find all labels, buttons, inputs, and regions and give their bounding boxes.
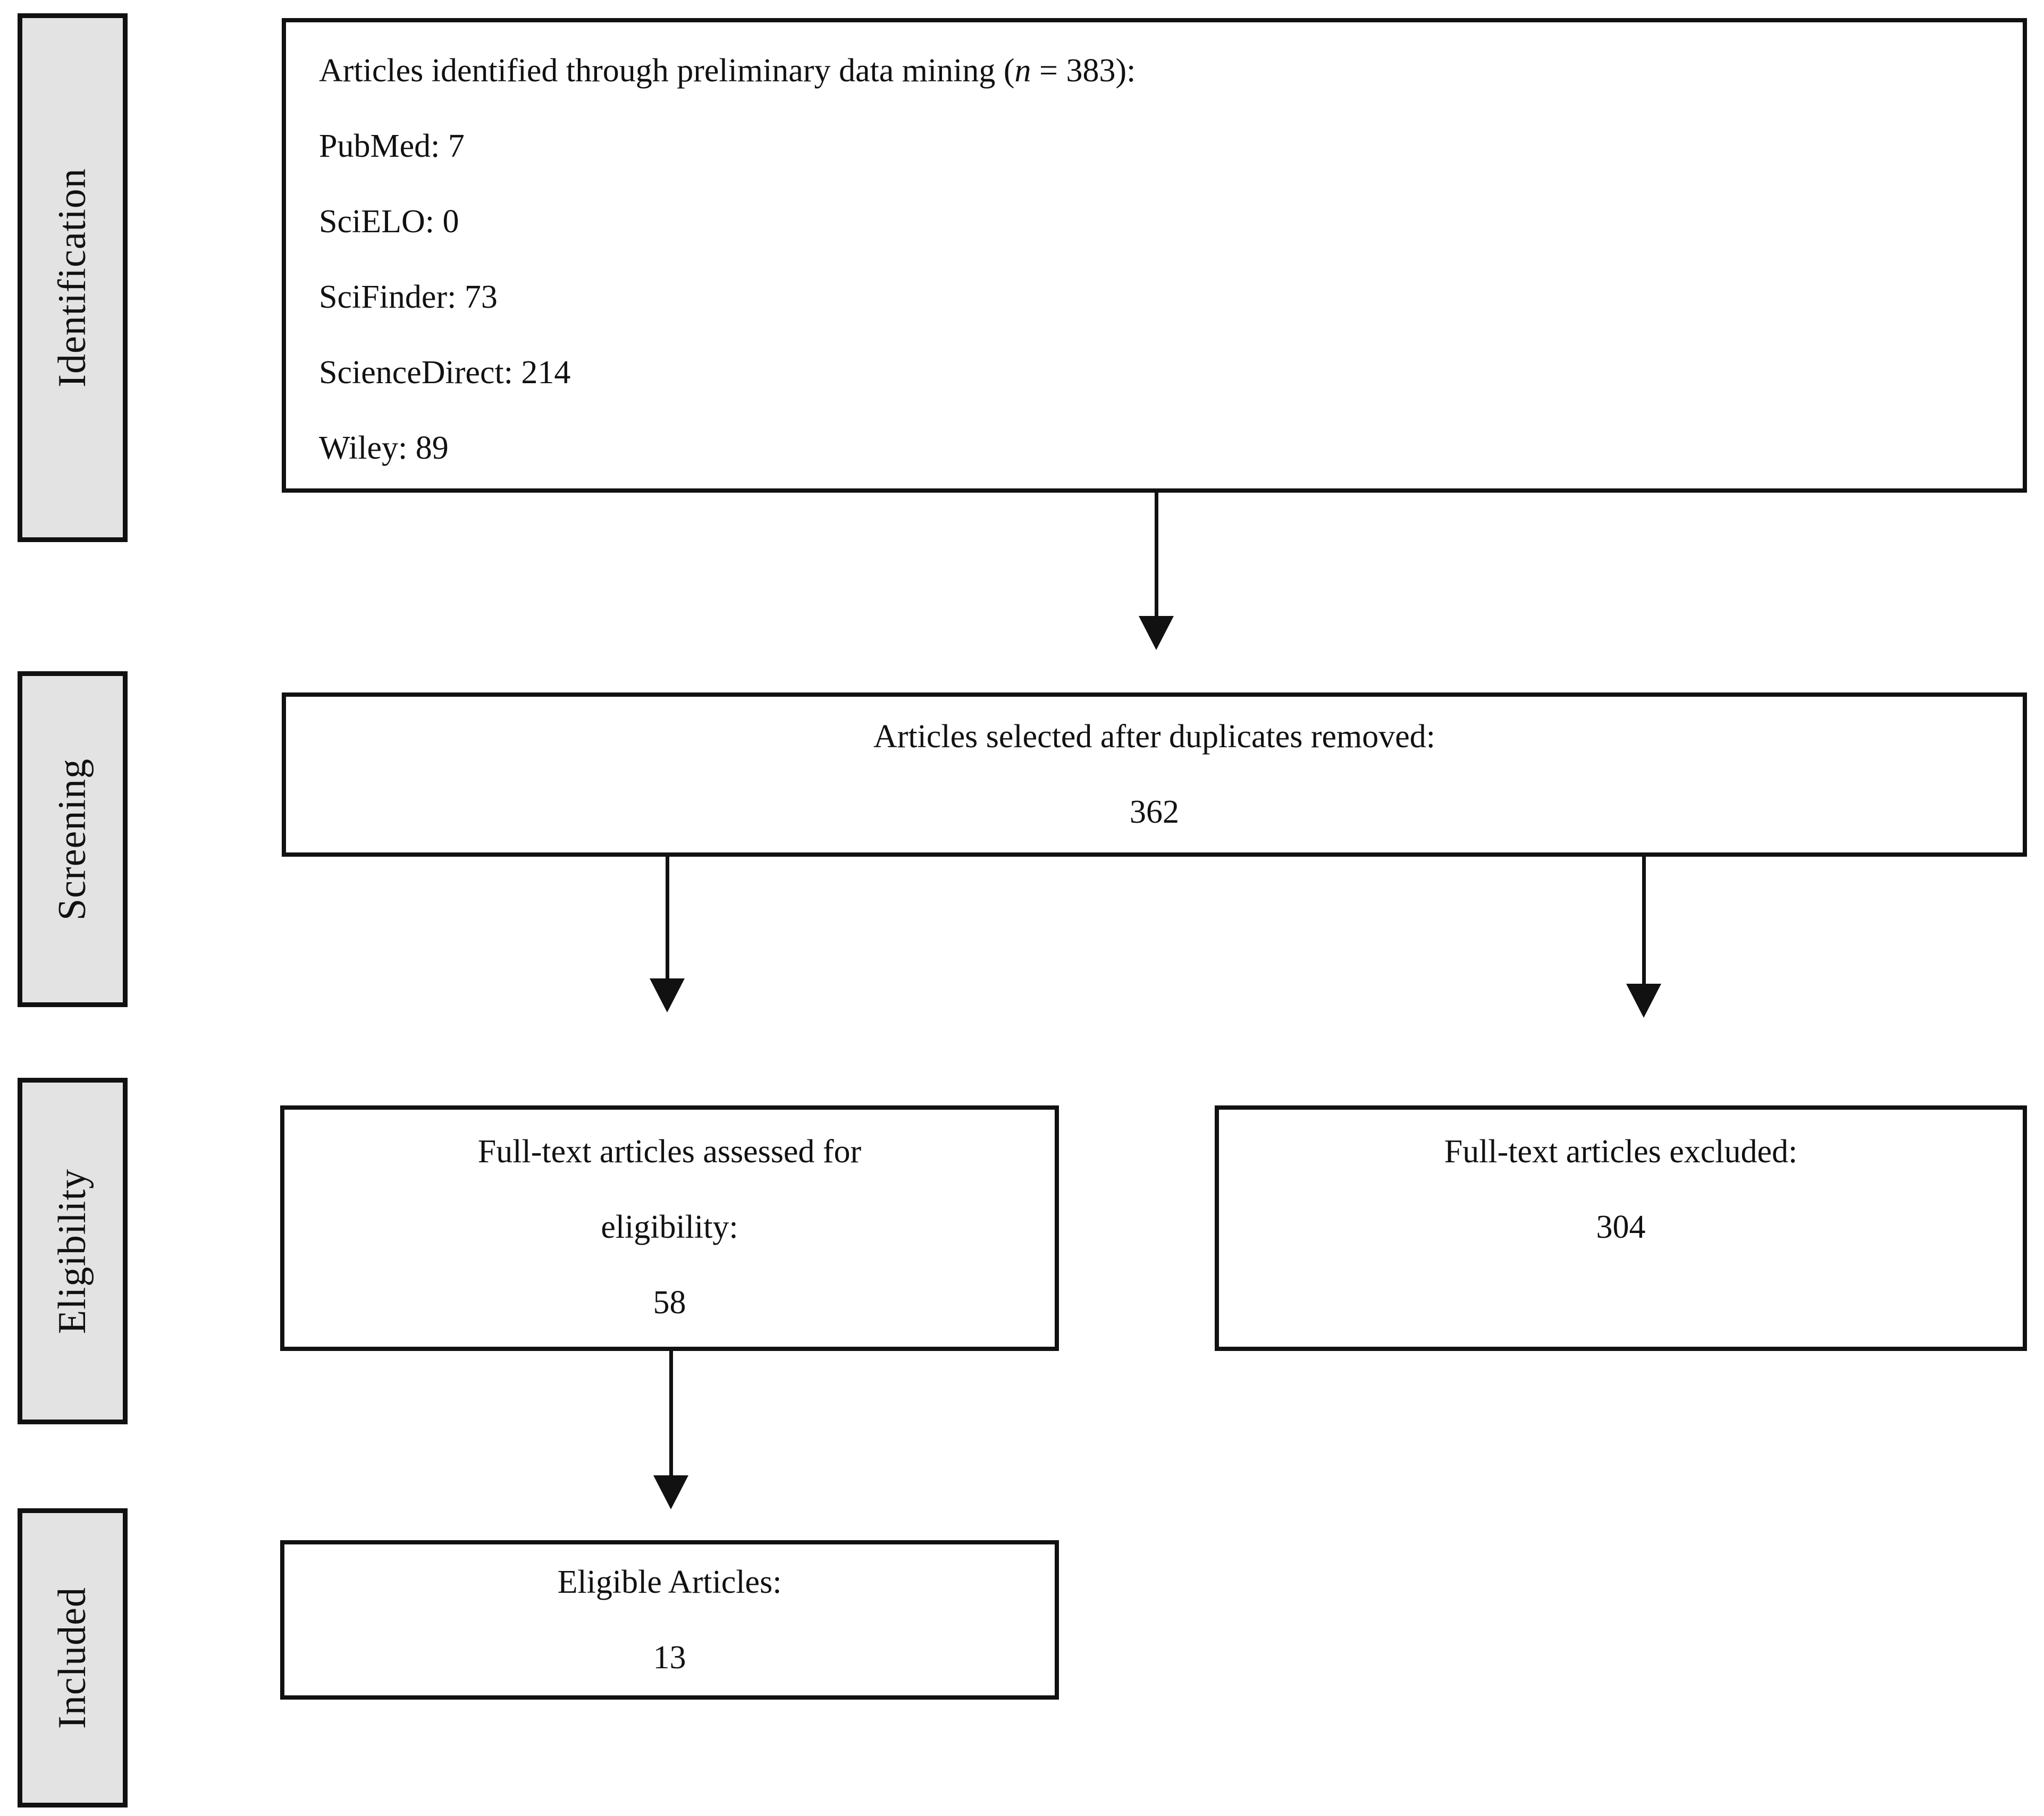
screening-count: 362 <box>1130 794 1179 830</box>
screening-label: Articles selected after duplicates remov… <box>873 719 1435 755</box>
assessed-label-line1: Full-text articles assessed for <box>477 1134 862 1170</box>
arrow-screening-to-assessed-shaft <box>666 856 669 979</box>
eligibility-assessed-box: Full-text articles assessed for eligibil… <box>280 1105 1059 1351</box>
arrow-screening-to-excluded-head <box>1626 984 1661 1018</box>
assessed-count: 58 <box>653 1285 686 1321</box>
stage-label-eligibility: Eligibility <box>51 1168 94 1334</box>
assessed-label-line2: eligibility: <box>601 1209 738 1245</box>
included-box: Eligible Articles: 13 <box>280 1540 1059 1700</box>
stage-label-identification: Identification <box>51 168 94 387</box>
arrow-assessed-to-included-shaft <box>669 1351 673 1476</box>
source-count-sciencedirect: ScienceDirect: 214 <box>319 354 571 391</box>
stage-box-identification: Identification <box>18 13 128 542</box>
source-count-scielo: SciELO: 0 <box>319 204 459 240</box>
included-count: 13 <box>653 1640 686 1676</box>
stage-box-eligibility: Eligibility <box>18 1078 128 1424</box>
identification-title-suffix: = 383): <box>1031 53 1136 89</box>
included-label: Eligible Articles: <box>557 1564 782 1600</box>
identification-title: Articles identified through preliminary … <box>319 33 2001 108</box>
arrow-identification-to-screening-shaft <box>1155 493 1158 616</box>
source-count-scifinder: SciFinder: 73 <box>319 279 498 315</box>
identification-title-prefix: Articles identified through preliminary … <box>319 53 1015 89</box>
stage-box-screening: Screening <box>18 671 128 1007</box>
screening-box: Articles selected after duplicates remov… <box>282 692 2027 857</box>
stage-label-included: Included <box>51 1587 94 1729</box>
arrow-identification-to-screening-head <box>1139 616 1174 650</box>
arrow-assessed-to-included-head <box>653 1475 688 1509</box>
arrow-screening-to-excluded-shaft <box>1642 856 1646 984</box>
arrow-screening-to-assessed-head <box>650 978 685 1012</box>
identification-box: Articles identified through preliminary … <box>282 18 2027 493</box>
source-count-wiley: Wiley: 89 <box>319 430 449 466</box>
excluded-count: 304 <box>1596 1209 1646 1245</box>
stage-box-included: Included <box>18 1508 128 1807</box>
source-count-pubmed: PubMed: 7 <box>319 128 465 164</box>
stage-label-screening: Screening <box>51 758 94 920</box>
excluded-box: Full-text articles excluded: 304 <box>1215 1105 2027 1351</box>
identification-title-n: n <box>1014 53 1031 89</box>
excluded-label: Full-text articles excluded: <box>1444 1134 1798 1170</box>
